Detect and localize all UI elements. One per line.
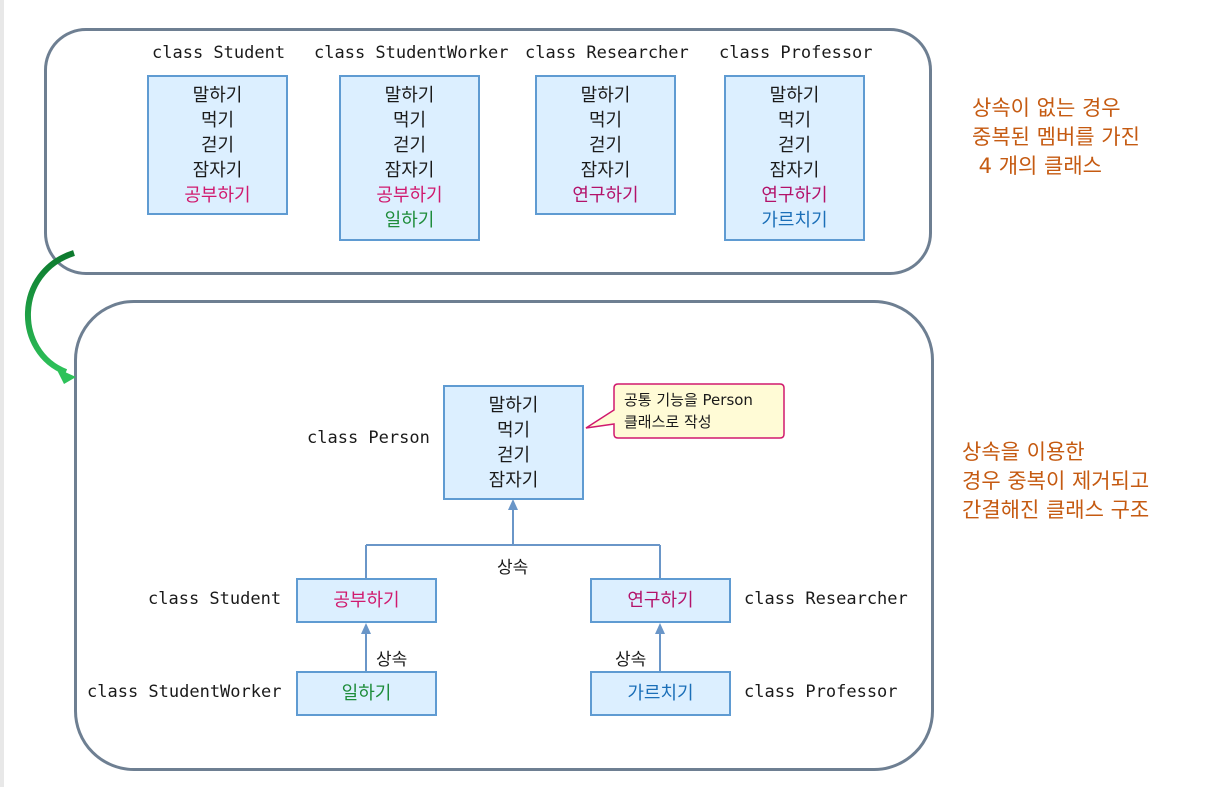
method-walk: 걷기 bbox=[392, 135, 427, 156]
professor-class-box: 가르치기 bbox=[590, 671, 731, 716]
researcher-class-box: 말하기 먹기 걷기 잠자기 연구하기 bbox=[535, 75, 676, 215]
method-sleep: 잠자기 bbox=[488, 470, 539, 491]
transition-arrow-head bbox=[56, 368, 76, 384]
class-studentworker-label: class StudentWorker bbox=[314, 43, 509, 63]
class-researcher-label: class Researcher bbox=[525, 43, 689, 63]
method-walk: 걷기 bbox=[200, 135, 235, 156]
class-studentworker-label: class StudentWorker bbox=[87, 682, 282, 702]
note-line: 경우 중복이 제거되고 bbox=[962, 469, 1150, 493]
inheritance-note: 상속을 이용한 경우 중복이 제거되고 간결해진 클래스 구조 bbox=[962, 438, 1149, 525]
method-speak: 말하기 bbox=[192, 85, 243, 106]
transition-arrow bbox=[24, 250, 75, 375]
callout-line: 클래스로 작성 bbox=[624, 413, 712, 431]
method-walk: 걷기 bbox=[777, 135, 812, 156]
professor-class-box: 말하기 먹기 걷기 잠자기 연구하기 가르치기 bbox=[724, 75, 865, 241]
method-eat: 먹기 bbox=[777, 110, 812, 131]
method-sleep: 잠자기 bbox=[769, 160, 820, 181]
studentworker-class-box: 말하기 먹기 걷기 잠자기 공부하기 일하기 bbox=[339, 75, 480, 241]
method-speak: 말하기 bbox=[384, 85, 435, 106]
class-professor-label: class Professor bbox=[744, 682, 898, 702]
class-person-label: class Person bbox=[307, 428, 430, 448]
method-eat: 먹기 bbox=[200, 110, 235, 131]
method-eat: 먹기 bbox=[392, 110, 427, 131]
note-line: 중복된 멤버를 가진 bbox=[972, 125, 1140, 149]
inherit-label-student: 상속 bbox=[376, 650, 408, 670]
no-inheritance-note: 상속이 없는 경우 중복된 멤버를 가진 4 개의 클래스 bbox=[972, 94, 1140, 181]
inherit-label-person: 상속 bbox=[497, 558, 529, 578]
method-research: 연구하기 bbox=[761, 185, 828, 206]
studentworker-class-box: 일하기 bbox=[296, 671, 437, 716]
method-walk: 걷기 bbox=[588, 135, 623, 156]
method-study: 공부하기 bbox=[184, 185, 251, 206]
note-line: 4 개의 클래스 bbox=[972, 154, 1102, 178]
arrow-to-researcher bbox=[655, 623, 665, 634]
arrow-to-person bbox=[508, 499, 518, 510]
method-sleep: 잠자기 bbox=[192, 160, 243, 181]
callout-text: 공통 기능을 Person 클래스로 작성 bbox=[624, 389, 753, 433]
researcher-class-box: 연구하기 bbox=[590, 578, 731, 623]
method-work: 일하기 bbox=[384, 210, 435, 231]
inheritance-panel bbox=[74, 300, 934, 771]
arrow-to-student bbox=[361, 623, 371, 634]
method-work: 일하기 bbox=[341, 683, 392, 704]
method-speak: 말하기 bbox=[580, 85, 631, 106]
method-research: 연구하기 bbox=[572, 185, 639, 206]
class-student-label: class Student bbox=[152, 43, 286, 63]
method-teach: 가르치기 bbox=[761, 210, 828, 231]
inheritance-connector-person bbox=[365, 507, 661, 578]
note-line: 상속이 없는 경우 bbox=[972, 96, 1121, 120]
method-sleep: 잠자기 bbox=[384, 160, 435, 181]
callout-line: 공통 기능을 Person bbox=[624, 391, 753, 409]
student-class-box: 말하기 먹기 걷기 잠자기 공부하기 bbox=[147, 75, 288, 215]
inherit-label-researcher: 상속 bbox=[615, 650, 647, 670]
note-line: 간결해진 클래스 구조 bbox=[962, 498, 1150, 522]
method-speak: 말하기 bbox=[488, 395, 539, 416]
method-research: 연구하기 bbox=[627, 590, 694, 611]
class-researcher-label: class Researcher bbox=[744, 589, 908, 609]
method-study: 공부하기 bbox=[333, 590, 400, 611]
class-student-label: class Student bbox=[148, 589, 282, 609]
note-line: 상속을 이용한 bbox=[962, 440, 1085, 464]
left-edge-strip bbox=[0, 0, 4, 787]
callout-bubble bbox=[585, 383, 785, 439]
method-walk: 걷기 bbox=[496, 445, 531, 466]
student-class-box: 공부하기 bbox=[296, 578, 437, 623]
method-sleep: 잠자기 bbox=[580, 160, 631, 181]
method-study: 공부하기 bbox=[376, 185, 443, 206]
method-speak: 말하기 bbox=[769, 85, 820, 106]
class-professor-label: class Professor bbox=[719, 43, 873, 63]
method-teach: 가르치기 bbox=[627, 683, 694, 704]
method-eat: 먹기 bbox=[496, 420, 531, 441]
method-eat: 먹기 bbox=[588, 110, 623, 131]
person-class-box: 말하기 먹기 걷기 잠자기 bbox=[443, 385, 584, 500]
